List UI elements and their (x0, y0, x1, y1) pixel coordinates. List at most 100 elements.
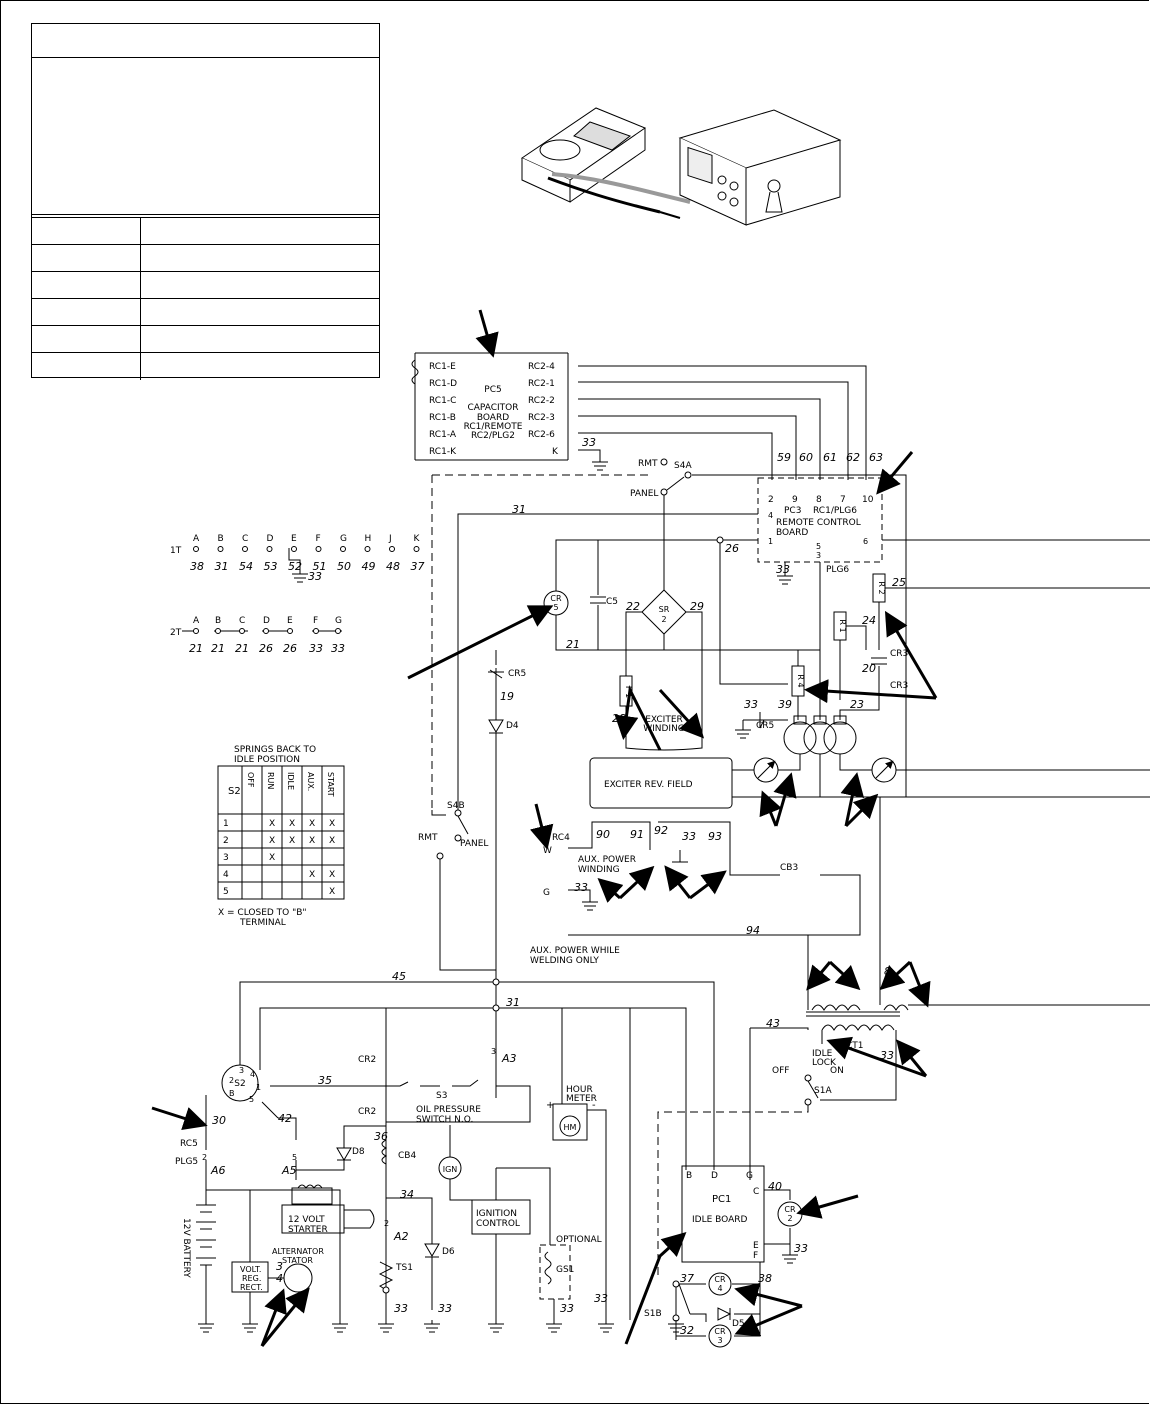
schematic-label: 33 (880, 1049, 894, 1062)
schematic-label: 63 (869, 451, 883, 464)
schematic-label: S3 (436, 1091, 447, 1101)
schematic-label: CR (714, 1327, 726, 1336)
receptacle-1t-letter: G (340, 534, 347, 544)
pc5-title: RC2/PLG2 (471, 431, 515, 441)
schematic-label: 12V BATTERY (181, 1218, 191, 1278)
schematic-label: W (543, 846, 552, 856)
schematic-label (32, 353, 141, 380)
pc5-pin-label: RC1-E (429, 362, 456, 372)
switch-table-cell: X (329, 887, 335, 897)
receptacle-2t-pin (263, 628, 269, 634)
pc5-pin-label: RC2-4 (528, 362, 555, 372)
engine-circuit (196, 981, 715, 1320)
receptacle-2t-letter: A (193, 616, 200, 626)
schematic-label: A5 (281, 1164, 297, 1177)
schematic-label: 9 (792, 495, 798, 505)
schematic-label: 5 (553, 603, 558, 612)
pc3-title: BOARD (776, 528, 808, 538)
ct1-transformer (749, 1004, 1150, 1180)
pc5-pin-label: RC1-D (429, 379, 457, 389)
schematic-label: D8 (352, 1147, 365, 1157)
schematic-label: WINDING (578, 865, 620, 875)
schematic-label: ON (830, 1066, 844, 1076)
schematic-label: 39 (778, 698, 792, 711)
receptacle-1t-pin (364, 546, 371, 552)
schematic-label: RC5 (180, 1139, 198, 1149)
schematic-label: 5 (249, 1095, 254, 1104)
schematic-label: 8 (816, 495, 822, 505)
receptacle-2t-pin (239, 628, 245, 634)
schematic-label: CR5 (756, 721, 774, 731)
schematic-label: SWITCH N.O. (416, 1115, 473, 1125)
s1a-idle-lock (657, 1074, 819, 1280)
schematic-label (32, 245, 141, 271)
schematic-label: 31 (506, 996, 520, 1009)
schematic-label: OIL PRESSURE (416, 1105, 481, 1115)
schematic-label: 1 (256, 1083, 261, 1092)
receptacle-1t-pin (217, 546, 224, 552)
schematic-label: D5 (732, 1319, 745, 1329)
schematic-label: 92 (654, 824, 668, 837)
receptacle-2t-letter: B (215, 616, 221, 626)
schematic-label: IDLE (812, 1049, 833, 1059)
schematic-label: 91 (630, 828, 644, 841)
schematic-label: 33 (776, 563, 790, 576)
switch-table-cell: X (309, 836, 315, 846)
receptacle-2t-pin (287, 628, 293, 634)
schematic-label: 42 (278, 1112, 292, 1125)
info-table-row (32, 272, 379, 299)
schematic-label: 33 (438, 1302, 452, 1315)
schematic-label: STATOR (282, 1256, 313, 1265)
schematic-label: 2 (661, 615, 666, 624)
schematic-label: RECT. (240, 1283, 263, 1292)
schematic-label: 35 (318, 1074, 332, 1087)
pc5-pin-label: RC1-A (429, 430, 457, 440)
schematic-label: 20 (862, 662, 876, 675)
schematic-label: S2 (234, 1079, 245, 1089)
schematic-label: SPRINGS BACK TO (234, 745, 316, 755)
schematic-label: 8 (884, 965, 891, 978)
schematic-label: 23 (850, 698, 864, 711)
schematic-label: WINDING (643, 724, 685, 734)
switch-table-column: OFF (246, 772, 255, 788)
schematic-label: OPTIONAL (556, 1235, 602, 1245)
pc5-capacitor-board: RC1-E RC1-D RC1-C RC1-B RC1-A RC1-K RC2-… (411, 352, 569, 461)
info-table-row (32, 218, 379, 245)
schematic-label (32, 299, 141, 325)
schematic-label: CR3 (890, 649, 908, 659)
schematic-label: 33 (394, 1302, 408, 1315)
schematic-label: PC1 (712, 1194, 731, 1205)
receptacle-2t-wire: 33 (309, 642, 323, 655)
schematic-label: CR3 (890, 681, 908, 691)
schematic-label: 61 (823, 451, 837, 464)
schematic-label: LOCK (812, 1058, 837, 1068)
schematic-label: 3 (816, 551, 821, 560)
schematic-label: G (746, 1171, 753, 1181)
schematic-label: R 2 (877, 581, 886, 594)
receptacle-2t-wire: 33 (331, 642, 345, 655)
receptacle-1t-pin (242, 546, 248, 552)
switch-table-row-number: 3 (223, 853, 229, 863)
schematic-label (32, 272, 141, 298)
s4a-switch (431, 458, 692, 810)
receptacle-2t-wire: 21 (235, 642, 249, 655)
receptacle-1t-letter: F (316, 534, 321, 544)
s2-switch-table: SPRINGS BACK TO IDLE POSITION S2 X = CLO… (217, 745, 345, 928)
schematic-label: CB3 (780, 863, 798, 873)
schematic-label: B (686, 1171, 692, 1181)
switch-table-cell: X (289, 836, 295, 846)
schematic-label: IGN (443, 1165, 458, 1174)
schematic-label: PLG6 (826, 565, 849, 575)
schematic-label: 26 (725, 542, 739, 555)
schematic-label: 60 (799, 451, 813, 464)
receptacle-1t-wire: 49 (362, 560, 376, 573)
schematic-label: HOUR (566, 1085, 593, 1095)
pc5-pin-label: K (552, 447, 559, 457)
receptacle-1t-pin (389, 546, 395, 552)
receptacle-1t-pin (266, 546, 273, 552)
switch-table-cell: X (309, 870, 315, 880)
schematic-label: S4B (447, 801, 465, 811)
schematic-label: 38 (758, 1272, 772, 1285)
